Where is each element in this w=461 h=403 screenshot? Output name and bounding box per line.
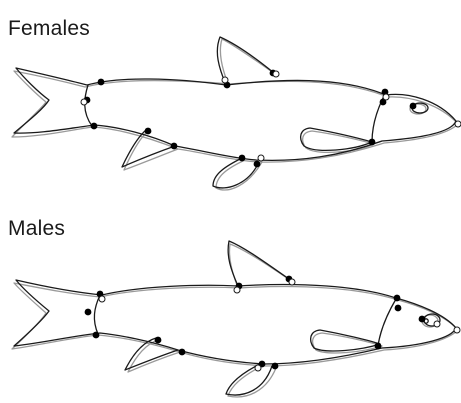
landmark-point [254,161,261,168]
landmark-point [272,363,279,370]
landmark-point [410,103,417,110]
landmark-point [395,305,402,312]
landmark-point-hollow [289,279,295,285]
landmark-point [394,295,401,302]
landmark-point-hollow [455,121,461,127]
landmark-point [98,79,105,86]
male-fish-outline [0,200,461,403]
landmark-point [419,316,426,323]
landmark-point-hollow [273,71,279,77]
landmark-point-hollow [81,99,87,105]
landmark-point-hollow [434,321,440,327]
landmark-point [91,123,98,130]
landmark-point-hollow [258,155,264,161]
landmark-point [239,155,246,162]
landmark-point-hollow [222,77,228,83]
landmark-point-hollow [454,327,460,333]
landmark-point [179,349,186,356]
landmark-point [375,343,382,350]
male-consensus-landmarks [99,279,460,371]
landmark-point-hollow [99,296,105,302]
female-consensus-shape [12,39,458,190]
female-landmarks [84,70,417,168]
females-panel: Females [0,0,461,200]
male-consensus-shape [12,244,458,397]
landmark-point-hollow [383,94,389,100]
landmark-point [155,337,162,344]
landmark-point-hollow [255,365,261,371]
males-panel: Males [0,200,461,403]
landmark-point [93,332,100,339]
landmark-point-hollow [234,287,240,293]
landmark-point [369,139,376,146]
landmark-point [85,309,92,316]
male-observed-shape [14,241,456,395]
female-consensus-landmarks [81,71,461,161]
female-fish-outline [0,0,461,200]
landmark-point [171,143,178,150]
landmark-point [145,128,152,135]
